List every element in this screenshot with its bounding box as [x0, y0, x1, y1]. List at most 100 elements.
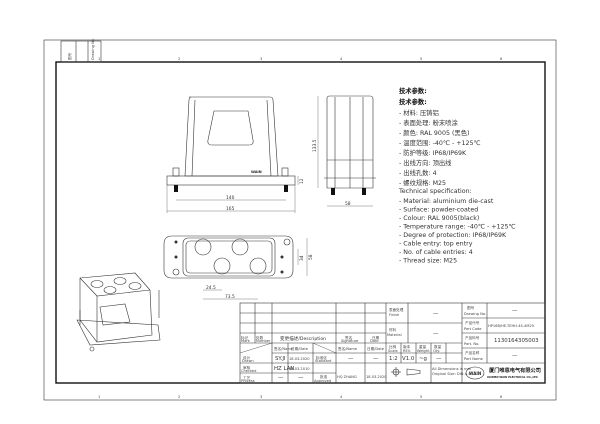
part-no-label-cn: 产品料号	[465, 335, 480, 340]
zone-marker-top: 3	[260, 57, 262, 61]
part-no-label-en: Part. No.	[464, 342, 479, 346]
date-header-2: 日期/Date	[367, 346, 385, 351]
spec-cn-block: 技术参数: 技术参数: - 材料: 压铸铝- 表面处理: 粉末喷涂- 颜色: R…	[399, 86, 481, 187]
company-name-en: XIAMEN WAIN ELECTRICAL CO.,LTD	[487, 375, 539, 379]
approved-label-en: Approved	[314, 379, 331, 383]
finish-label-en: Finish	[389, 313, 399, 317]
front-view: WAIN 140 165 12	[166, 96, 305, 213]
rev-value: V1.0	[402, 356, 415, 362]
spec-cn-line: - 材料: 压铸铝	[399, 108, 439, 117]
brand-mark: WAIN	[251, 170, 262, 174]
part-no-value: 1130164305003	[494, 338, 539, 344]
spec-cn-line: - 温度范围: -40℃ - +125℃	[399, 138, 481, 147]
spec-cn-line: - 颜色: RAL 9005 (黑色)	[399, 128, 469, 137]
standard-label-en: Standard	[315, 359, 331, 363]
dim-height: 133.5	[312, 139, 318, 152]
name-header: 签名/Name	[274, 346, 294, 351]
standard-label-cn: 标准化	[316, 355, 327, 360]
name-header-2: 签名/Name	[338, 346, 358, 351]
spec-en-line: - Cable entry: top entry	[399, 241, 473, 248]
zone-marker-bottom: 3	[260, 395, 262, 399]
window-cutout	[207, 110, 254, 146]
company-name-cn: 厦门唯恩电气有限公司	[489, 366, 541, 374]
spec-en-line: - Thread size: M25	[399, 258, 457, 265]
process-label-cn: 工艺	[243, 375, 251, 380]
scale-label-en: Scale	[388, 349, 398, 353]
qty-value: —	[436, 356, 442, 362]
inner-frame	[55, 61, 546, 384]
zone-marker-top: 1	[98, 57, 100, 61]
corner-label-en: Drawing No.	[91, 38, 95, 60]
spec-cn-line: - 防护等级: IP68/IP69K	[399, 148, 467, 157]
checked-name: HZ LAN	[274, 366, 294, 372]
process-label-en: Process	[241, 379, 255, 383]
projection-symbol	[391, 367, 421, 377]
dim-hole-pitch: 34	[299, 255, 305, 261]
weight-label-cn: 重量	[419, 344, 427, 349]
number-label-en: Number	[256, 339, 271, 343]
mark-label-en: Mark	[241, 339, 251, 343]
standard-name: —	[348, 356, 354, 362]
spec-cn-title: 技术参数:	[399, 86, 427, 95]
number-label-cn: 处数	[256, 335, 264, 340]
zone-marker-top: 2	[178, 57, 180, 61]
paper-size-note: Original Size: DIN A 4	[432, 372, 471, 376]
dim-outer-width: 165	[226, 206, 235, 212]
drawing-no-value: —	[512, 308, 518, 314]
title-block	[239, 302, 546, 384]
dim-hole-spacing: 73.5	[225, 294, 235, 300]
approved-date: 18.03.2020	[366, 375, 387, 379]
approved-label-cn: 批准	[320, 374, 328, 379]
weight-value: ~g	[419, 356, 427, 362]
zone-marker-bottom: 5	[420, 395, 422, 399]
spec-cn-line: - 表面处理: 粉末喷涂	[399, 118, 458, 127]
part-name-label-en: Part Name	[464, 357, 484, 361]
process-name: —	[278, 375, 284, 381]
zone-marker-bottom: 6	[500, 395, 503, 399]
drawn-name: SY.JI	[275, 356, 286, 362]
description-header: 变更描述/Description	[280, 335, 326, 342]
spec-en-line: - No. of cable entries: 4	[399, 249, 473, 256]
rev-label-en: REV.	[403, 349, 411, 353]
mark-label-cn: 标记	[241, 335, 249, 340]
dim-hole-offset: 24.5	[206, 285, 216, 291]
scale-label-cn: 比例	[389, 344, 397, 349]
weight-label-en: Weight	[417, 349, 430, 353]
part-name-value: —	[512, 353, 518, 359]
spec-en-line: - Material: aluminium die-cast	[399, 198, 494, 205]
checked-date: 18.03.2010	[289, 367, 310, 371]
signature-label-en: Signature	[341, 339, 359, 343]
spec-en-line: - Temperature range: -40℃ - +125℃	[399, 224, 516, 231]
zone-marker-top: 6	[500, 57, 503, 61]
qty-label-cn: 数量	[434, 344, 442, 349]
drawn-date: 18.03.2020	[289, 357, 310, 361]
spec-cn-line: - 出线孔数: 4	[399, 168, 437, 177]
signature-label-cn: 签名	[345, 335, 353, 340]
spec-en-line: - Colour: RAL 9005(black)	[399, 215, 479, 222]
spec-en-line: - Surface: powder-coated	[399, 207, 478, 214]
logo-text: WAIN	[469, 371, 481, 376]
corner-label-box: 图号 Drawing No.	[60, 38, 102, 63]
scale-value: 1:2	[389, 356, 398, 362]
outer-frame	[43, 39, 557, 401]
part-code-value: HP16B/HE-TEHH-4S-4M25	[488, 324, 534, 328]
part-name-label-cn: 产品名称	[465, 350, 480, 355]
zone-marker-top: 5	[420, 57, 422, 61]
dim-depth: 58	[345, 201, 351, 207]
spec-cn-line: - 螺纹规格: M25	[399, 178, 446, 187]
checked-label-cn: 审核	[243, 365, 251, 370]
date-label-en: Date	[370, 339, 379, 343]
plan-view: 24.5 73.5 34 58	[163, 235, 314, 300]
drawn-label-cn: 设计	[243, 355, 251, 360]
checked-label-en: Checked	[241, 369, 256, 373]
material-label-en: Material	[387, 333, 402, 337]
company-logo: WAIN 厦门唯恩电气有限公司 XIAMEN WAIN ELECTRICAL C…	[465, 366, 541, 380]
date-label-cn: 日期	[372, 335, 380, 340]
spec-en-block: Technical specification: - Material: alu…	[398, 188, 516, 265]
spec-en-line: - Degree of protection: IP68/IP69K	[399, 232, 507, 239]
dimension-note: All Dimensions in mm	[432, 367, 472, 371]
approved-name: HQ ZHANG	[337, 375, 357, 379]
